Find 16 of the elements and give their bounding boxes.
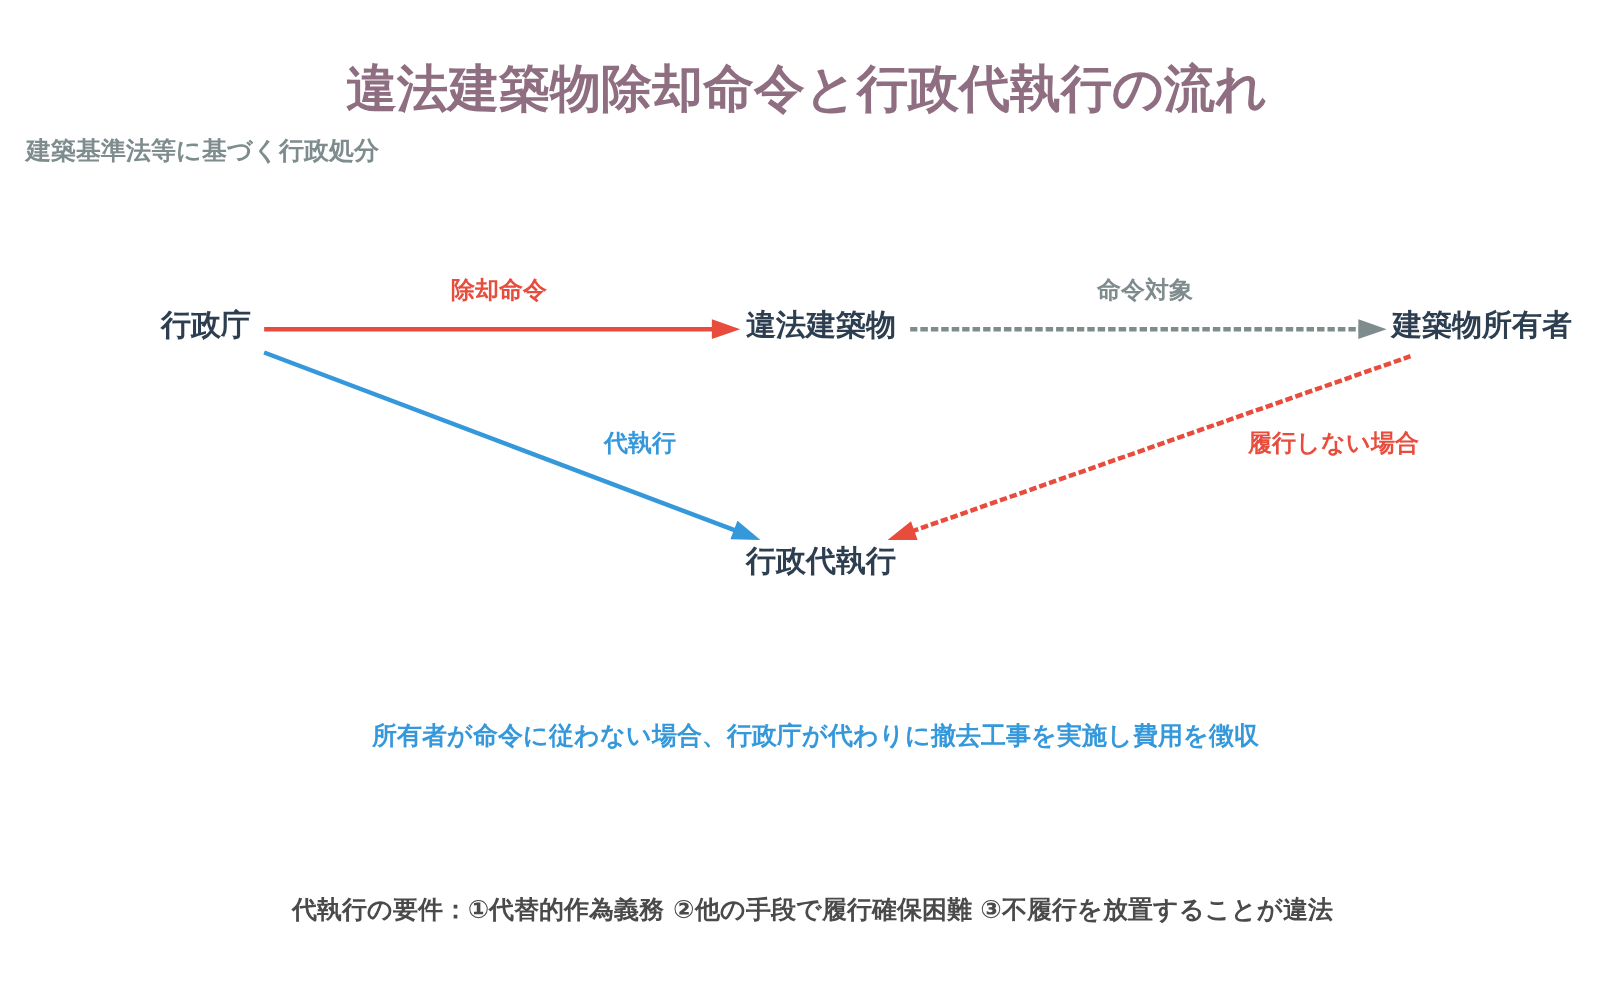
node-text: 行政代執行 <box>745 542 896 578</box>
label: 建築基準法等に基づく行政処分 <box>25 134 379 165</box>
arrow <box>263 349 761 540</box>
edge-label: 除却命令 <box>450 275 547 304</box>
node-text: 行政庁 <box>160 306 251 342</box>
diagram-title: 違法建築物除却命令と行政代執行の流れ <box>345 58 1267 118</box>
edge-label: 代執行 <box>604 428 677 457</box>
label: 所有者が命令に従わない場合、行政庁が代わりに撤去工事を実施し費用を徴収 <box>371 719 1259 750</box>
label: 代執行の要件：①代替的作為義務 ②他の手段で履行確保困難 ③不履行を放置することが違法 <box>291 893 1333 924</box>
edge-label: 履行しない場合 <box>1248 428 1420 457</box>
edge-label: 命令対象 <box>1097 275 1194 304</box>
node-text: 違法建築物 <box>745 306 896 342</box>
arrow <box>887 353 1412 540</box>
node-text: 建築物所有者 <box>1392 306 1573 342</box>
arrow <box>264 318 741 339</box>
arrow <box>910 318 1387 339</box>
